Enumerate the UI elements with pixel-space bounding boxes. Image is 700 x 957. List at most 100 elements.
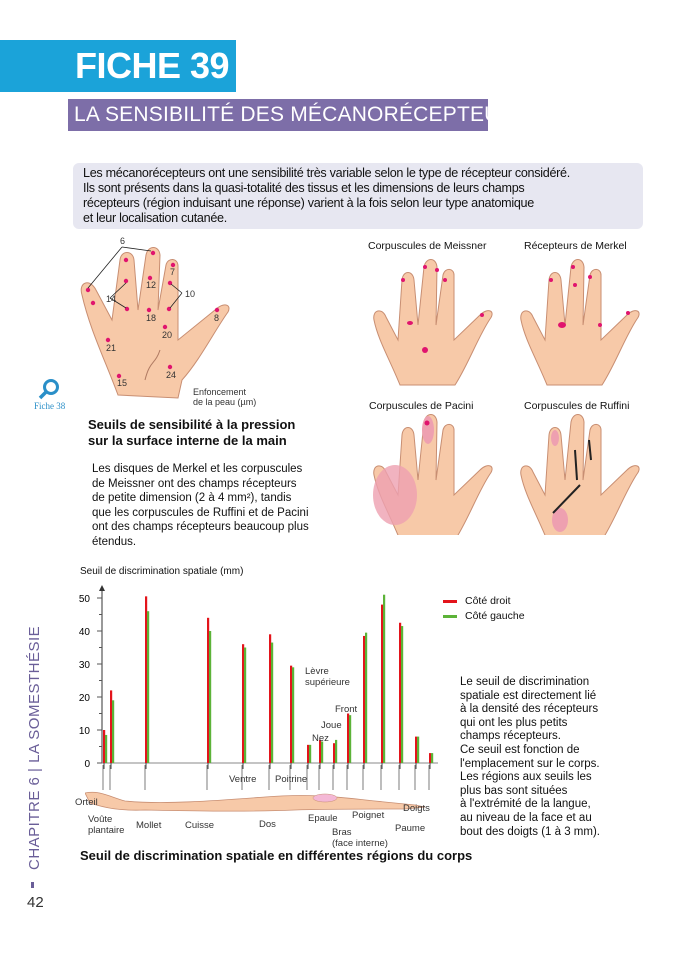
chart-caption: Seuil de discrimination spatiale en diff…	[80, 848, 473, 863]
bar-left	[292, 667, 295, 763]
label-line: (face interne)	[332, 838, 388, 849]
text-line: spatiale est directement lié	[460, 689, 597, 702]
intro-box: Les mécanorécepteurs ont une sensibilité…	[73, 163, 643, 229]
hand-number: 12	[146, 280, 157, 290]
y-tick-label: 30	[79, 660, 91, 671]
paragraph-line: Les disques de Merkel et les corpuscules	[92, 463, 303, 475]
chart-bars	[103, 594, 434, 763]
receptor-hands-illustration	[373, 259, 640, 535]
cross-reference-link[interactable]: Fiche 38	[34, 401, 66, 411]
bar-left	[105, 734, 108, 763]
page-title: LA SENSIBILITÉ DES MÉCANORÉCEPTEURS	[68, 99, 529, 131]
intro-line: et leur localisation cutanée.	[83, 211, 227, 225]
bar-right	[399, 622, 402, 763]
paragraph-line: de petite dimension (2 à 4 mm²), tandis	[92, 492, 292, 504]
hand-number: 6	[120, 236, 126, 246]
bar-right	[110, 690, 113, 763]
label-poitrine: Poitrine	[275, 774, 308, 785]
text-line: bout des doigts (1 à 3 mm).	[460, 825, 600, 838]
label-joue: Joue	[321, 720, 342, 731]
bar-left	[349, 715, 352, 763]
hand-number: 14	[106, 294, 117, 304]
hand-paragraph: Les disques de Merkel et les corpuscules…	[92, 462, 309, 549]
label-ventre: Ventre	[229, 774, 257, 785]
text-line: Les régions aux seuils les	[460, 771, 592, 784]
label-paume: Paume	[395, 823, 426, 834]
chapter-sidebar: CHAPITRE 6 | LA SOMESTHÉSIE	[26, 626, 43, 870]
text-line: champs récepteurs.	[460, 730, 561, 743]
bar-right	[415, 736, 418, 763]
hand-number: 18	[146, 313, 157, 323]
bar-left	[209, 631, 212, 763]
hand-number: 24	[166, 370, 177, 380]
label-cuisse: Cuisse	[185, 820, 215, 831]
label-poignet: Poignet	[352, 810, 385, 821]
text-line: à l'extrémité de la langue,	[460, 798, 591, 811]
label-mollet: Mollet	[136, 820, 162, 831]
chapter-topic: LA SOMESTHÉSIE	[26, 625, 43, 763]
bar-right	[290, 665, 293, 763]
bar-left	[417, 736, 420, 763]
legend-label: Côté gauche	[465, 610, 525, 622]
hand-number: 15	[117, 378, 128, 388]
bar-left	[431, 753, 434, 763]
label-bras: Bras(face interne)	[332, 827, 388, 849]
bar-left	[112, 700, 115, 763]
pacini-title: Corpuscules de Pacini	[369, 400, 474, 412]
text-line: l'emplacement sur le corps.	[460, 757, 600, 770]
bar-right	[242, 644, 245, 763]
pacini-hand	[373, 414, 493, 535]
paragraph-line: que les corpuscules de Ruffini et de Pac…	[92, 506, 309, 519]
hand-number: 7	[170, 267, 176, 277]
bar-right	[381, 604, 384, 763]
text-line: à la densité des récepteurs	[460, 703, 599, 716]
label-line: Bras	[332, 827, 352, 838]
meissner-title: Corpuscules de Meissner	[368, 240, 487, 252]
meissner-hand	[373, 259, 493, 386]
bar-left	[401, 626, 404, 763]
label-line: Lèvre	[305, 666, 329, 677]
label-nez: Nez	[312, 733, 329, 744]
label-doigts: Doigts	[403, 803, 430, 814]
unit-label-line: Enfoncement	[193, 387, 247, 397]
text-line: Ce seuil est fonction de	[460, 743, 580, 756]
bar-left	[244, 647, 247, 763]
chapter-separator: |	[26, 767, 43, 772]
y-tick-label: 50	[79, 594, 91, 605]
text-line: qui ont les plus petits	[460, 716, 568, 729]
merkel-title: Récepteurs de Merkel	[524, 240, 627, 252]
page-number: 42	[27, 894, 44, 911]
bar-right	[319, 739, 322, 763]
bar-right	[207, 617, 210, 763]
chapter-label: CHAPITRE 6	[26, 776, 43, 870]
bar-left	[365, 632, 368, 763]
bar-left	[147, 611, 150, 763]
ruffini-hand	[520, 414, 640, 535]
label-front: Front	[335, 704, 358, 715]
ruffini-title: Corpuscules de Ruffini	[524, 400, 630, 412]
bar-right	[347, 713, 350, 763]
legend-item-left: Côté gauche	[443, 610, 525, 622]
bar-right	[145, 596, 148, 763]
label-line: supérieure	[305, 677, 350, 688]
legend-item-right: Côté droit	[443, 595, 511, 607]
bar-right	[103, 730, 106, 763]
paragraph-line: de Meissner ont des champs récepteurs	[92, 477, 297, 490]
intro-line: Ils sont présents dans la quasi-totalité…	[83, 181, 525, 195]
bar-left	[309, 744, 312, 763]
magnifier-icon[interactable]	[38, 378, 62, 400]
bar-left	[335, 739, 338, 763]
text-line: Le seuil de discrimination	[460, 676, 590, 688]
hand-number: 10	[185, 289, 196, 299]
paragraph-line: ont des champs récepteurs beaucoup plus	[92, 521, 309, 533]
bar-right	[429, 753, 432, 763]
y-tick-label: 40	[79, 627, 91, 638]
sidebar-marker	[31, 882, 34, 888]
label-orteil: Orteil	[75, 797, 98, 808]
bar-left	[271, 642, 274, 763]
bar-right	[307, 744, 310, 763]
